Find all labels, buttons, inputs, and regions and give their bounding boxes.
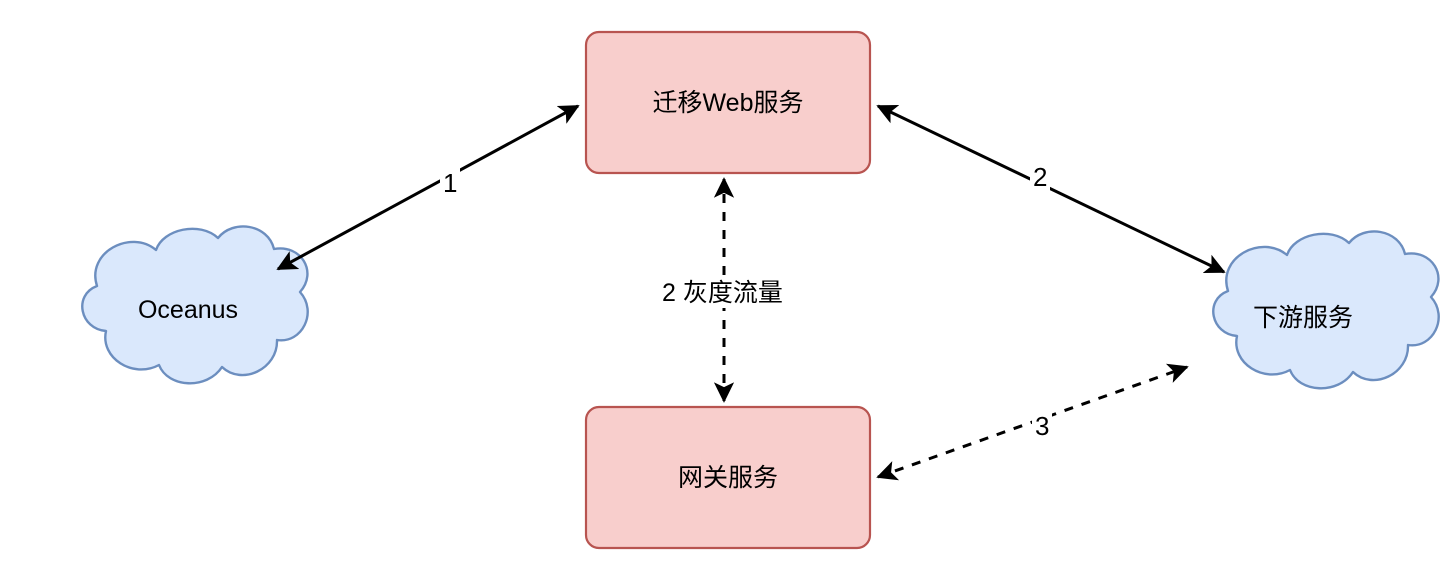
edge-gateway-downstream <box>876 363 1189 481</box>
edge-web-downstream <box>876 104 1226 274</box>
node-gateway-service[interactable] <box>584 405 872 550</box>
edge-oceanus-web <box>276 104 580 271</box>
node-oceanus[interactable] <box>81 225 309 385</box>
node-migration-web-service[interactable] <box>584 30 872 175</box>
node-downstream-service[interactable] <box>1212 230 1440 390</box>
